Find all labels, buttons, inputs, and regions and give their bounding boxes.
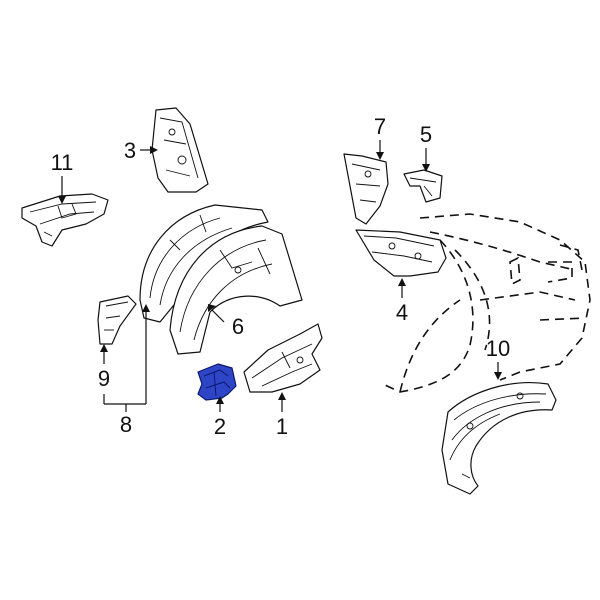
callout-3-leader bbox=[140, 146, 158, 154]
callout-1-leader bbox=[278, 392, 286, 412]
part-1-wheelhouse-extension bbox=[243, 323, 323, 393]
callout-9: 9 bbox=[98, 366, 110, 391]
callout-2: 2 bbox=[214, 414, 226, 439]
callout-8: 8 bbox=[120, 412, 132, 437]
part-10-wheel-well-liner bbox=[441, 382, 557, 495]
part-3-quarter-panel-reinforcement bbox=[151, 107, 209, 193]
part-4-quarter-inner-panel bbox=[355, 229, 447, 277]
callout-7-leader bbox=[376, 140, 384, 160]
callout-2-leader bbox=[216, 396, 224, 412]
callout-8-bracket bbox=[103, 304, 150, 412]
callout-10-leader bbox=[494, 362, 502, 380]
callout-5-leader bbox=[422, 148, 430, 172]
callout-6: 6 bbox=[232, 314, 244, 339]
part-9-bracket bbox=[97, 295, 137, 345]
part-11-rear-floor-side-member bbox=[21, 193, 109, 247]
callout-7: 7 bbox=[374, 114, 386, 139]
part-6-wheelhouse-inner bbox=[169, 225, 303, 355]
callout-4-leader bbox=[398, 278, 406, 298]
callout-3: 3 bbox=[124, 138, 136, 163]
callout-1: 1 bbox=[276, 414, 288, 439]
callout-11-leader bbox=[58, 176, 66, 204]
callout-9-leader bbox=[100, 344, 108, 364]
part-7-quarter-panel-bracket bbox=[343, 153, 389, 225]
callout-5: 5 bbox=[420, 122, 432, 147]
callout-10: 10 bbox=[486, 336, 510, 361]
part-2-highlighted-bracket bbox=[197, 363, 237, 401]
part-5-small-bracket bbox=[403, 169, 443, 203]
callout-4: 4 bbox=[396, 300, 408, 325]
vehicle-outline bbox=[384, 213, 591, 393]
callout-6-leader bbox=[208, 304, 225, 323]
callout-11: 11 bbox=[51, 150, 74, 175]
